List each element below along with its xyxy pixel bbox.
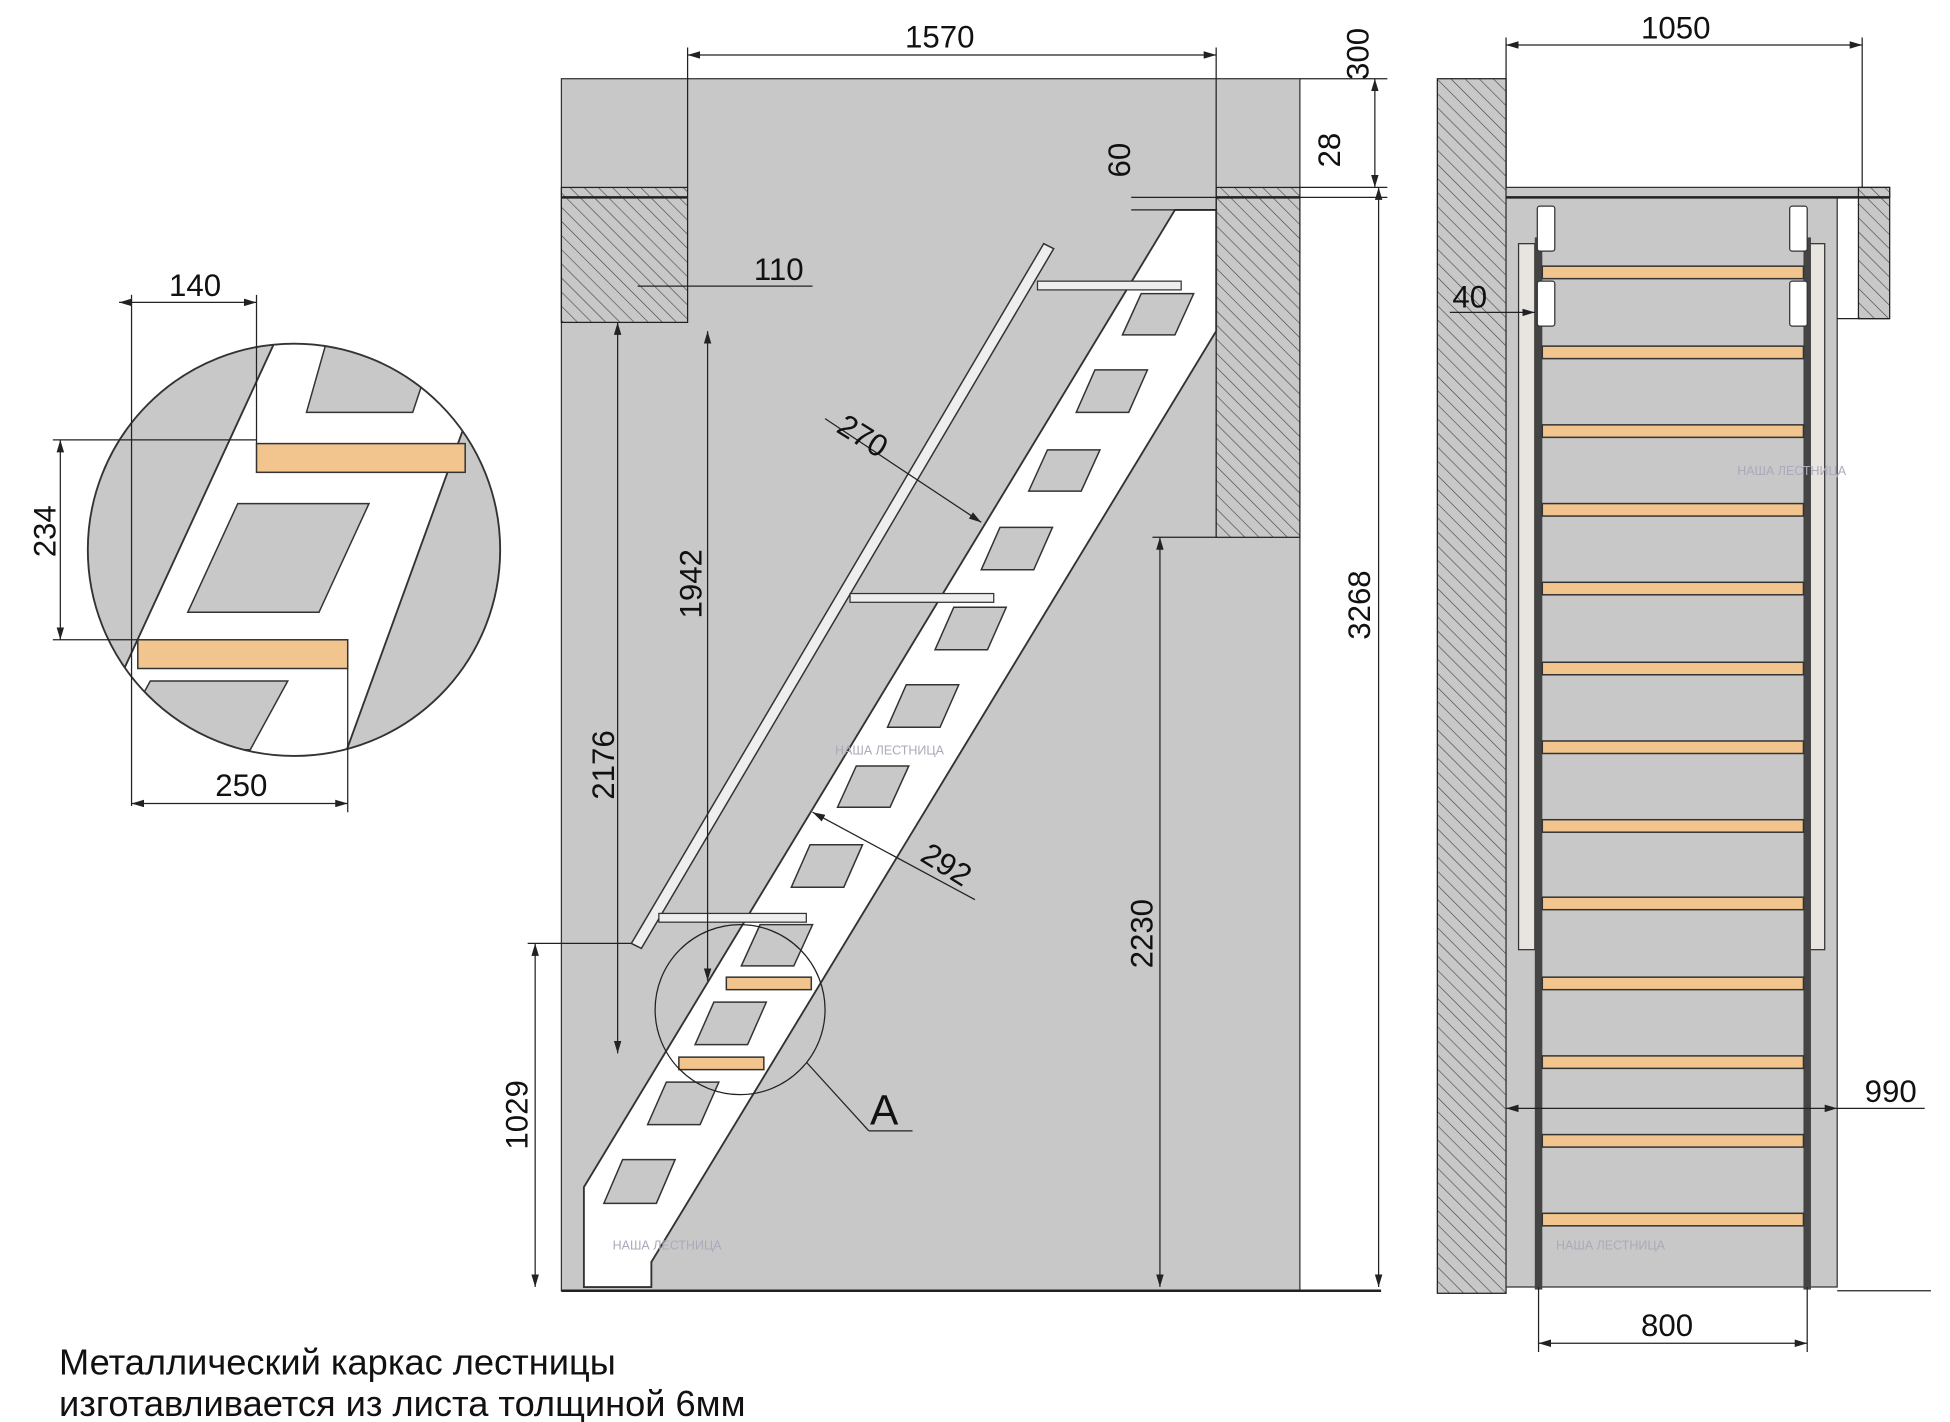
dim-300: 300 [1341, 28, 1376, 80]
handrail [630, 242, 1182, 950]
detail-circle-a [654, 924, 826, 1096]
dim-28: 28 [1312, 133, 1347, 168]
dim-250: 250 [215, 768, 267, 803]
left-wall [1436, 78, 1507, 1294]
watermark: НАША ЛЕСТНИЦА [1737, 464, 1847, 478]
note-line-2: изготавливается из листа толщиной 6мм [59, 1383, 745, 1422]
detail-tread-lower [137, 639, 349, 670]
right-slab-front [1857, 186, 1891, 320]
dim-140: 140 [169, 268, 221, 303]
watermark: НАША ЛЕСТНИЦА [613, 1239, 723, 1253]
dim-800: 800 [1641, 1308, 1693, 1343]
left-slab [560, 186, 689, 324]
watermark: НАША ЛЕСТНИЦА [1556, 1239, 1666, 1253]
brackets [1536, 205, 1808, 327]
front-view: 1050 40 990 800 НАША ЛЕСТНИЦА НАША ЛЕСТН… [1436, 11, 1931, 1353]
dim-1050: 1050 [1641, 11, 1710, 46]
side-view: A 1570 300 28 60 110 1942 2176 2230 1029… [500, 19, 1388, 1293]
treads [1541, 265, 1805, 1227]
left-handrail [1517, 243, 1536, 951]
left-stringer [1534, 237, 1543, 1290]
detail-label: A [870, 1088, 899, 1135]
watermark: НАША ЛЕСТНИЦА [835, 744, 945, 758]
dim-2230: 2230 [1124, 899, 1159, 968]
tread [678, 1056, 765, 1071]
note-line-1: Металлический каркас лестницы [59, 1342, 616, 1383]
detail-a: 140 234 250 [27, 268, 502, 813]
right-slab [1215, 186, 1301, 538]
detail-tread-upper [255, 442, 466, 474]
dim-40: 40 [1452, 279, 1487, 314]
dim-1029: 1029 [500, 1080, 535, 1149]
dim-3268: 3268 [1342, 570, 1377, 639]
dim-1942: 1942 [673, 549, 708, 618]
dim-2176: 2176 [586, 730, 621, 799]
dim-60: 60 [1102, 143, 1137, 178]
right-stringer [1803, 237, 1811, 1290]
stringer-holes [602, 292, 1195, 1205]
dim-1570: 1570 [905, 19, 974, 54]
dim-234: 234 [27, 505, 62, 557]
tread [725, 976, 813, 991]
dim-990: 990 [1865, 1074, 1917, 1109]
dim-110: 110 [754, 252, 804, 287]
